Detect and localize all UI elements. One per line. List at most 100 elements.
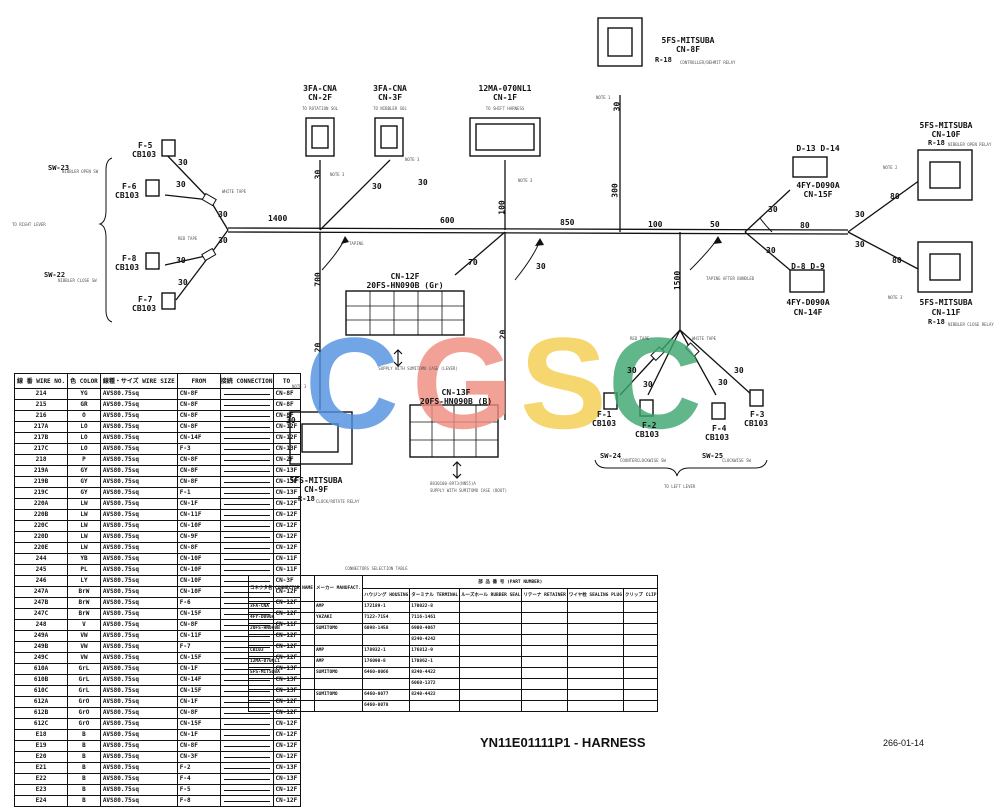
- wire-from: CN-8F: [176, 619, 221, 631]
- wire-size: AVS80.75sq: [99, 388, 178, 400]
- length-30d: 30: [178, 278, 188, 287]
- connection-line: [223, 536, 270, 538]
- ref-table-cell: [409, 700, 461, 712]
- watermark-letter-s: S: [520, 310, 607, 456]
- ref-table-cell: [622, 634, 659, 646]
- wire-from: F-6: [176, 597, 221, 609]
- sw25-desc: CLOCKWISE SW: [722, 458, 751, 463]
- fuse-f6-cb: CB103: [115, 191, 140, 200]
- ref-table-cell: 6098-1458: [362, 623, 411, 635]
- ref-table-cell: 8240-4242: [409, 634, 461, 646]
- fuse-f5-id: F-5: [138, 141, 153, 150]
- wire-connection: [219, 762, 274, 774]
- sw23-desc: NIBBLER OPEN SW: [62, 169, 99, 174]
- wire-color: B: [67, 795, 101, 807]
- ref-table-group-row: コネクタ名 CONNECTOR NAME メーカー MANUFACT. 部 品 …: [248, 575, 659, 602]
- length-30i: 30: [612, 101, 622, 112]
- note3-label: NOTE 3: [330, 172, 345, 177]
- wire-from: CN-10F: [176, 564, 221, 576]
- wire-from: CN-10F: [176, 520, 221, 532]
- wire-to: CN-12F: [272, 498, 301, 510]
- left-lever-label: TO LEFT LEVER: [664, 484, 696, 489]
- ref-table-cell: [566, 689, 624, 701]
- ref-table-cell: 170862-1: [409, 656, 461, 668]
- wire-number: 217C: [13, 443, 69, 455]
- wire-from: F-3: [176, 443, 221, 455]
- ref-table-cell: [459, 667, 523, 679]
- wire-number: 217B: [13, 432, 69, 444]
- wire-color: P: [67, 454, 101, 466]
- wire-connection: [219, 421, 274, 433]
- wire-number: E19: [13, 740, 69, 752]
- cn11f-note: NOTE 3: [888, 295, 903, 300]
- wire-size: AVS80.75sq: [99, 509, 178, 521]
- ref-table-cell: SUMITOMO: [313, 623, 364, 635]
- taping-bundled-label: TAPING AFTER BUNDLED: [706, 276, 755, 281]
- length-700: 700: [313, 272, 323, 287]
- wire-to: CN-12F: [272, 421, 301, 433]
- wire-number: 220E: [13, 542, 69, 554]
- watermark-letter-g: G: [412, 310, 514, 456]
- cn11f-ref: R-18: [928, 318, 945, 326]
- cn3f-desc: TO NIBBLER SOL: [373, 106, 407, 111]
- wire-table-header-cell: 接続 CONNECTION: [219, 373, 274, 389]
- ref-table-row: 6460-0078: [248, 700, 659, 712]
- ref-table-cell: AMP: [313, 645, 364, 657]
- connection-line: [223, 437, 270, 439]
- wire-connection: [219, 740, 274, 752]
- cn8f-note: NOTE 1: [596, 95, 611, 100]
- cn10f-note: NOTE 2: [883, 165, 898, 170]
- ref-table-cell: [362, 634, 411, 646]
- ref-table-cell: [521, 700, 568, 712]
- fuse-f1-id: F-1: [597, 410, 612, 419]
- ref-table-cell: [521, 612, 568, 624]
- length-30g: 30: [313, 169, 323, 180]
- wire-from: CN-8F: [176, 421, 221, 433]
- connection-line: [223, 580, 270, 582]
- connection-line: [223, 393, 270, 395]
- wire-to: CN-13F: [272, 476, 301, 488]
- wire-color: BrW: [67, 586, 101, 598]
- wire-size: AVS80.75sq: [99, 707, 178, 719]
- wire-color: LW: [67, 509, 101, 521]
- ref-table-header-cell: コネクタ名 CONNECTOR NAME: [248, 575, 315, 602]
- wire-number: 247B: [13, 597, 69, 609]
- wire-size: AVS80.75sq: [99, 399, 178, 411]
- ref-table-cell: [622, 689, 659, 701]
- ref-table-header-cell: リテーナ RETAINER: [521, 588, 568, 602]
- connection-line: [223, 701, 270, 703]
- wire-color: VW: [67, 641, 101, 653]
- cn1f-id: CN-1F: [492, 93, 518, 102]
- wire-to: CN-13F: [272, 762, 301, 774]
- ref-table-header-cell: クリップ CLIP: [622, 588, 659, 602]
- ref-table-cell: [521, 678, 568, 690]
- cn2f-desc: TO ROTATION SOL: [301, 106, 339, 111]
- wire-connection: [219, 564, 274, 576]
- length-300: 300: [610, 183, 620, 198]
- taping-label: TAPING: [349, 241, 364, 246]
- length-100b: 100: [497, 200, 507, 215]
- wire-connection: [219, 399, 274, 411]
- ref-table-cell: [313, 634, 364, 646]
- ref-table-cell: [521, 667, 568, 679]
- drawing-title: YN11E01111P1 - HARNESS: [480, 735, 646, 750]
- connection-line: [223, 800, 270, 802]
- ref-table-cell: 4FY-D090A: [248, 612, 315, 624]
- wire-from: CN-15F: [176, 685, 221, 697]
- wire-to: CN-12F: [272, 520, 301, 532]
- connection-line: [223, 745, 270, 747]
- ref-table-cell: 6460-0078: [362, 700, 411, 712]
- ref-table-cell: [622, 645, 659, 657]
- cn13f-id: CN-13F: [441, 388, 471, 397]
- connection-line: [223, 657, 270, 659]
- wire-size: AVS80.75sq: [99, 443, 178, 455]
